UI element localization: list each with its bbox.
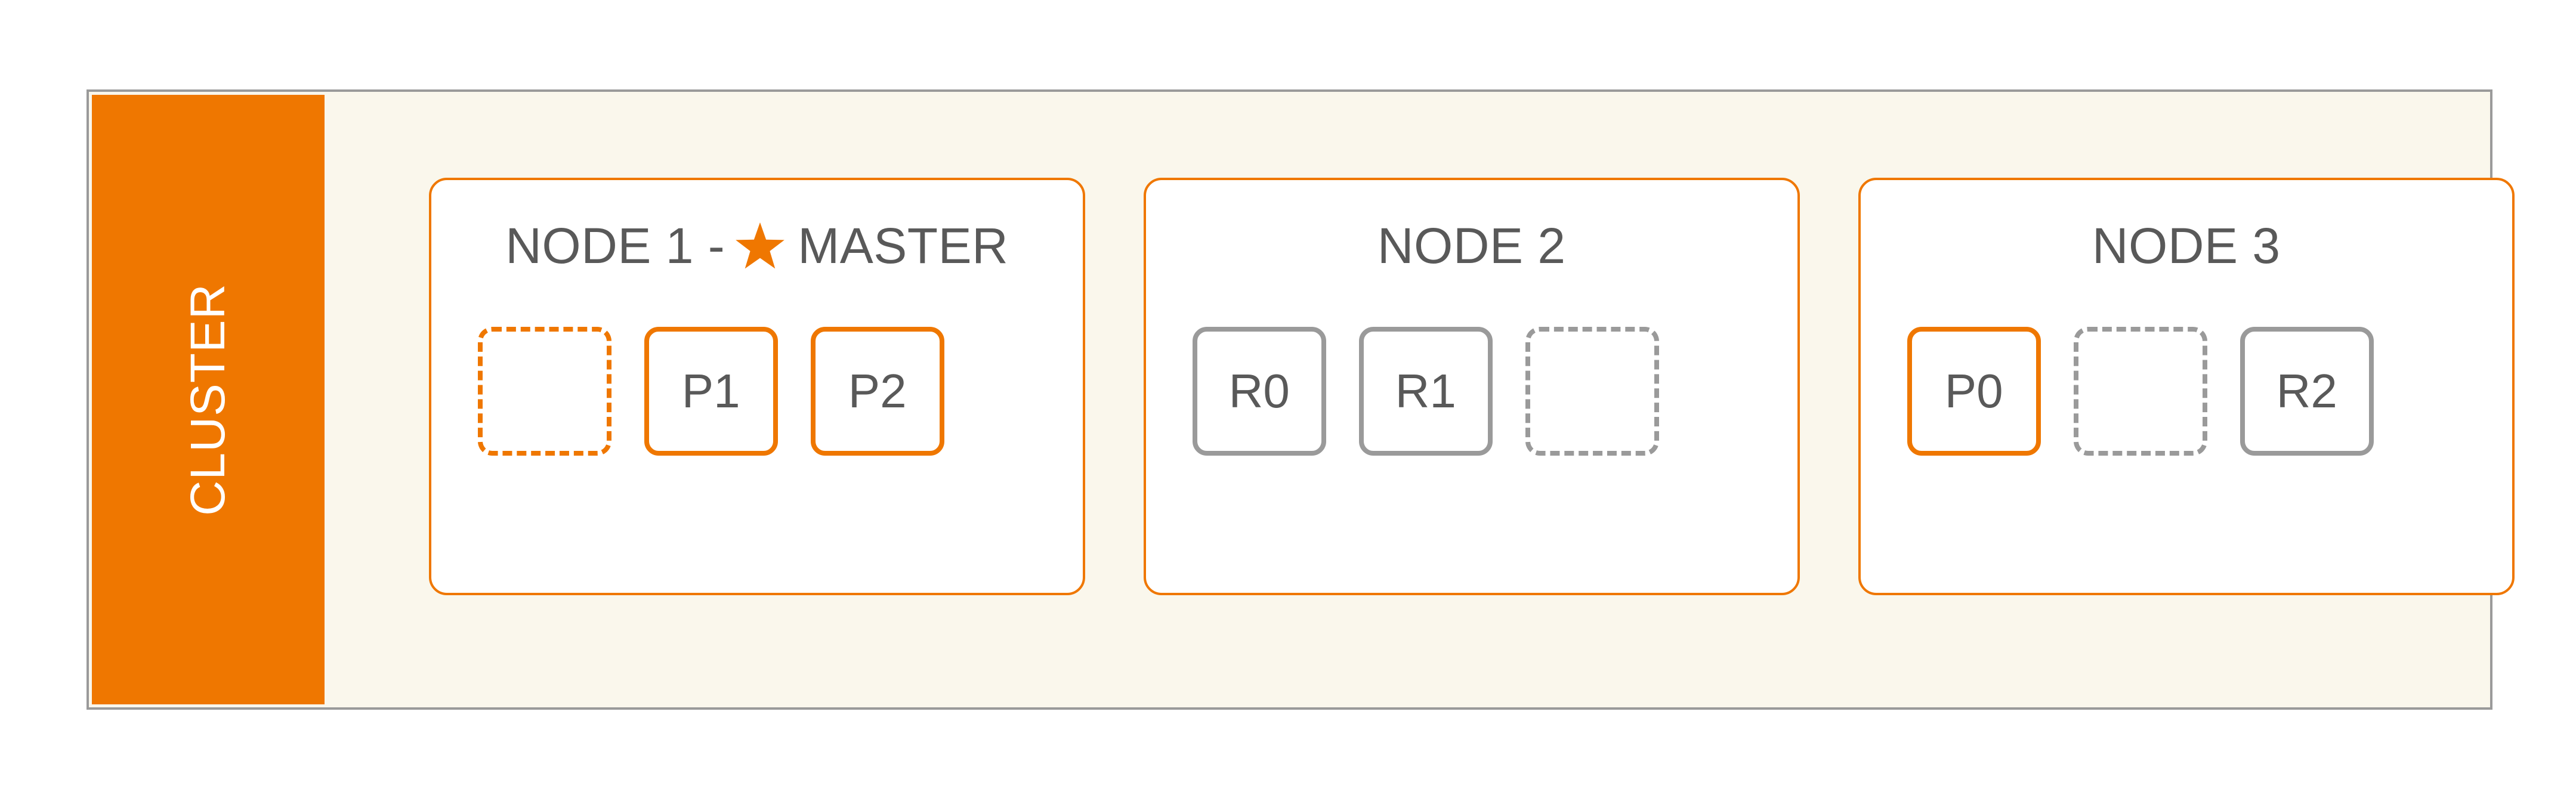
shard-label: R0 xyxy=(1228,364,1290,417)
nodes-area: NODE 1 - MASTER P1 P2 NODE 2 R0 R1 NODE 3 P0 R2 xyxy=(325,92,2515,707)
empty-slot[interactable] xyxy=(477,327,611,456)
node-title: NODE 2 xyxy=(1377,221,1566,271)
node-title-text: NODE 2 xyxy=(1377,218,1566,274)
star-icon xyxy=(734,221,786,270)
shard-slot-row: R0 R1 xyxy=(1146,327,1797,456)
replica-shard[interactable]: R0 xyxy=(1192,327,1326,456)
replica-shard[interactable]: R2 xyxy=(2240,327,2374,456)
node-panel[interactable]: NODE 2 R0 R1 xyxy=(1143,178,1800,595)
shard-label: R2 xyxy=(2276,364,2337,417)
empty-slot[interactable] xyxy=(2073,327,2207,456)
shard-label: P2 xyxy=(848,364,907,417)
primary-shard[interactable]: P0 xyxy=(1907,327,2041,456)
node-title-text: NODE 1 - xyxy=(505,218,725,274)
node-panel[interactable]: NODE 1 - MASTER P1 P2 xyxy=(428,178,1085,595)
shard-slot-row: P0 R2 xyxy=(1861,327,2512,456)
cluster-label: CLUSTER xyxy=(180,283,235,516)
primary-shard[interactable]: P1 xyxy=(644,327,778,456)
cluster-rail: CLUSTER xyxy=(92,95,325,704)
node-title-text: NODE 3 xyxy=(2092,218,2281,274)
node-title: NODE 1 - MASTER xyxy=(505,221,1008,271)
shard-label: P0 xyxy=(1944,364,2003,417)
node-master-label: MASTER xyxy=(798,218,1009,274)
primary-shard[interactable]: P2 xyxy=(810,327,944,456)
empty-slot[interactable] xyxy=(1525,327,1659,456)
replica-shard[interactable]: R1 xyxy=(1358,327,1493,456)
node-panel[interactable]: NODE 3 P0 R2 xyxy=(1858,178,2515,595)
shard-slot-row: P1 P2 xyxy=(431,327,1083,456)
node-title: NODE 3 xyxy=(2092,221,2281,271)
shard-label: P1 xyxy=(681,364,740,417)
shard-label: R1 xyxy=(1395,364,1456,417)
